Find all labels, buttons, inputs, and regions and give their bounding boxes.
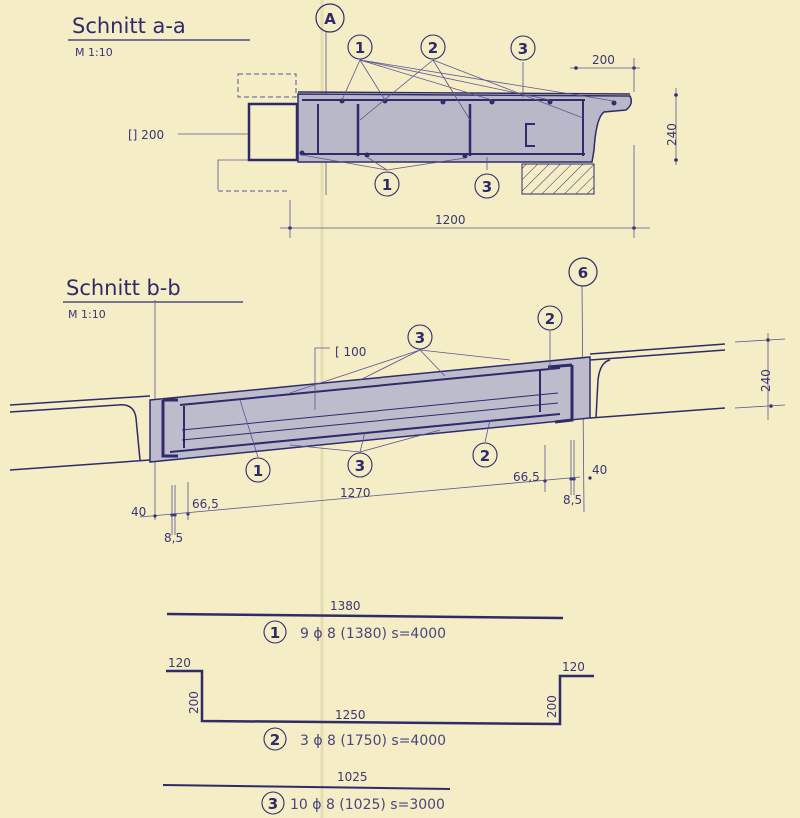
bar-spec: 10 ϕ 8 (1025) s=3000: [290, 797, 445, 813]
steel-box-section: [247, 102, 299, 162]
callout-label: 1: [355, 39, 365, 57]
slab-left: [9, 395, 151, 471]
bar-1: 1380 1 9 ϕ 8 (1380) s=4000: [166, 599, 564, 644]
callout-label: 3: [518, 40, 528, 58]
bar-length: 1380: [330, 599, 361, 613]
dim-length: 1200: [435, 213, 466, 227]
channel-insert: [525, 123, 535, 147]
callout-label: 3: [355, 457, 365, 475]
rebar-top: [179, 367, 561, 406]
dim-height: 240: [665, 123, 679, 146]
callout-label: 1: [382, 176, 392, 194]
slab-right: [589, 343, 726, 419]
callout-group-top: 1 2 3 1 3: [347, 34, 536, 199]
callout-label: 2: [480, 447, 490, 465]
bar-number: 2: [270, 731, 280, 749]
section-bb-title: Schnitt b-b: [66, 276, 181, 300]
axis-label: 6: [578, 264, 588, 282]
bar-leg-left: 200: [187, 691, 201, 714]
bar-spec: 3 ϕ 8 (1750) s=4000: [300, 733, 446, 749]
bar-2: 120 200 1250 200 120 2 3 ϕ 8 (1750) s=40…: [166, 656, 594, 751]
bar-3: 1025 3 10 ϕ 8 (1025) s=3000: [162, 770, 451, 815]
axis-label: A: [324, 10, 336, 28]
support-outline: [217, 159, 298, 190]
bar-hook-left: 120: [168, 656, 191, 670]
dim-left-offset: 66,5: [192, 497, 219, 511]
section-bb: Schnitt b-b M 1:10 6: [9, 257, 786, 545]
dashed-outline: [237, 73, 297, 98]
bearing-support: [521, 163, 595, 195]
channel-profile-label: [ 100: [335, 345, 366, 359]
dim-overhang: 200: [592, 53, 615, 67]
callout-label: 3: [482, 178, 492, 196]
dim-left-bar: 8,5: [164, 531, 183, 545]
bar-length: 1025: [337, 770, 368, 784]
dim-right-cover: 40: [592, 463, 607, 477]
bar-number: 1: [270, 624, 280, 642]
concrete-slab: [297, 93, 633, 163]
dim-left-cover: 40: [131, 505, 146, 519]
bar-hook-right: 120: [562, 660, 585, 674]
callout-label: 1: [253, 462, 263, 480]
steel-profile-label: [] 200: [128, 128, 164, 142]
axis-marker: [568, 257, 598, 287]
dim-height: 240: [759, 369, 773, 392]
bar-length: 1250: [335, 708, 366, 722]
concrete-beam: [149, 356, 591, 463]
dim-right-bar: 8,5: [563, 493, 582, 507]
section-bb-scale: M 1:10: [68, 308, 106, 321]
callout-label: 3: [415, 329, 425, 347]
section-aa-title: Schnitt a-a: [72, 14, 186, 38]
bar-spec: 9 ϕ 8 (1380) s=4000: [300, 626, 446, 642]
section-aa-scale: M 1:10: [75, 46, 113, 59]
bar-schedule: 1380 1 9 ϕ 8 (1380) s=4000 120 200 1250 …: [162, 599, 594, 815]
bar-leg-right: 200: [545, 695, 559, 718]
bar-number: 3: [268, 795, 278, 813]
callout-label: 2: [545, 310, 555, 328]
section-aa: Schnitt a-a M 1:10 A: [68, 3, 679, 238]
axis-marker: [315, 3, 345, 33]
dim-length: 1270: [340, 486, 371, 500]
callout-label: 2: [428, 39, 438, 57]
dim-right-offset: 66,5: [513, 470, 540, 484]
